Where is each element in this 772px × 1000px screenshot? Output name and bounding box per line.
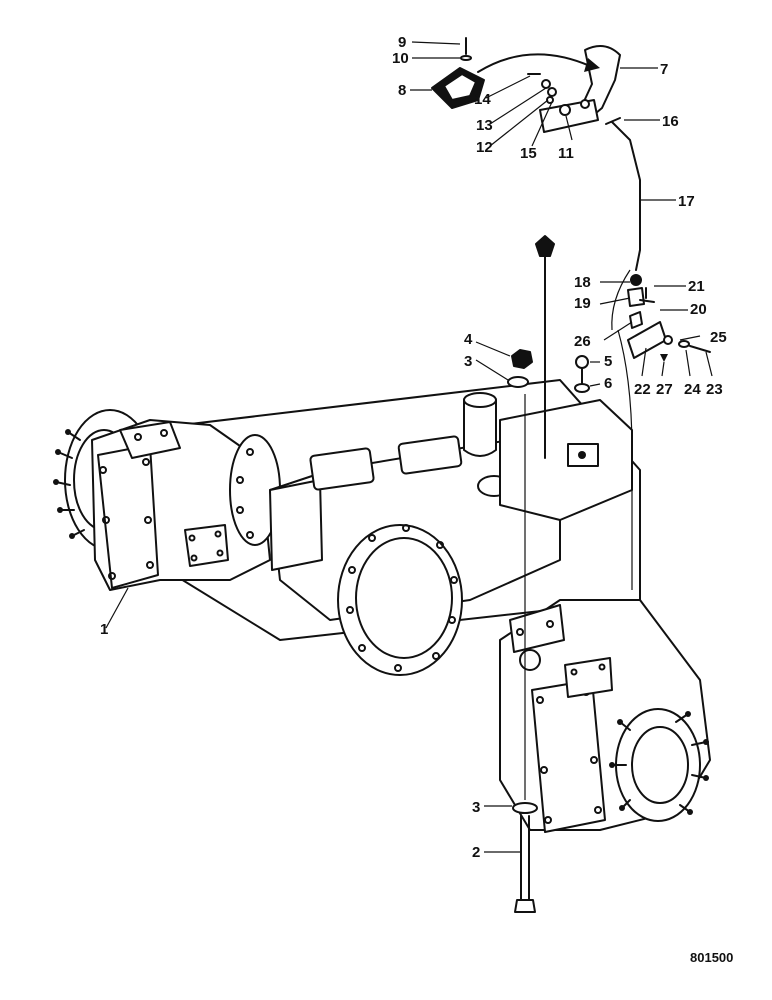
callout-26: 26 bbox=[574, 333, 591, 350]
callout-25: 25 bbox=[710, 329, 727, 346]
callout-5: 5 bbox=[604, 353, 612, 370]
pedal-hardware bbox=[527, 73, 557, 104]
callout-15: 15 bbox=[520, 145, 537, 162]
callout-24: 24 bbox=[684, 381, 701, 398]
pedal-lever bbox=[477, 45, 621, 133]
linkage-rod bbox=[605, 117, 641, 590]
callout-21: 21 bbox=[688, 278, 705, 295]
callout-20: 20 bbox=[690, 301, 707, 318]
callout-23: 23 bbox=[706, 381, 723, 398]
axle-assembly bbox=[53, 379, 711, 833]
callout-3-upper: 3 bbox=[464, 353, 472, 370]
callout-14: 14 bbox=[474, 91, 491, 108]
callout-10: 10 bbox=[392, 50, 409, 67]
callout-19: 19 bbox=[574, 295, 591, 312]
pedal-pad bbox=[431, 37, 485, 109]
callout-17: 17 bbox=[678, 193, 695, 210]
long-bolt bbox=[512, 394, 538, 913]
top-hardware bbox=[507, 349, 590, 393]
callout-12: 12 bbox=[476, 139, 493, 156]
callout-1: 1 bbox=[100, 621, 108, 638]
callout-13: 13 bbox=[476, 117, 493, 134]
callout-18: 18 bbox=[574, 274, 591, 291]
callout-9: 9 bbox=[398, 34, 406, 51]
callout-27: 27 bbox=[656, 381, 673, 398]
dipstick bbox=[535, 235, 555, 459]
right-hub bbox=[609, 708, 709, 822]
drawing-reference: 801500 bbox=[690, 950, 733, 965]
callout-2: 2 bbox=[472, 844, 480, 861]
center-carrier bbox=[269, 392, 633, 676]
callout-16: 16 bbox=[662, 113, 679, 130]
left-housing bbox=[91, 419, 281, 591]
callout-11: 11 bbox=[558, 145, 574, 162]
callout-22: 22 bbox=[634, 381, 651, 398]
callout-8: 8 bbox=[398, 82, 406, 99]
callout-7: 7 bbox=[660, 61, 668, 78]
callout-6: 6 bbox=[604, 375, 612, 392]
callout-labels: 1 2 3 3 4 5 6 7 8 9 10 11 12 13 14 15 16… bbox=[100, 34, 727, 861]
callout-4: 4 bbox=[464, 331, 473, 348]
clevis-bracket bbox=[627, 274, 711, 362]
callout-3-lower: 3 bbox=[472, 799, 480, 816]
leader-lines bbox=[105, 41, 713, 853]
